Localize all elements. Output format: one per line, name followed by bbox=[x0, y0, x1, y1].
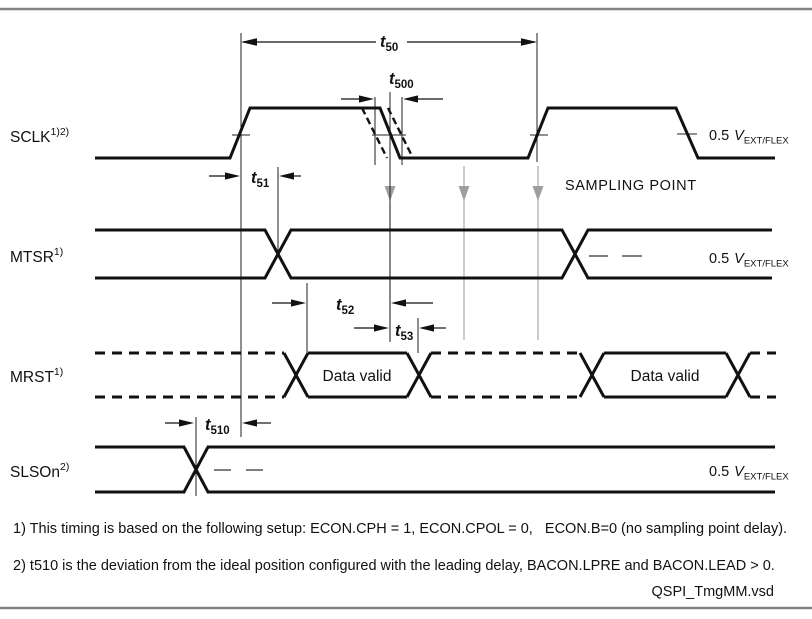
t52-arrowhead-right-icon bbox=[391, 299, 406, 307]
ref-sub: EXT/FLEX bbox=[744, 136, 790, 147]
mrst-label: MRST1) bbox=[10, 366, 63, 386]
mtsr-signal bbox=[95, 228, 772, 280]
data-valid-text-2: Data valid bbox=[631, 368, 700, 385]
mtsr-label-base: MTSR bbox=[10, 249, 54, 266]
t500-arrowhead-left-icon bbox=[359, 95, 374, 103]
t500-base: t bbox=[389, 70, 396, 88]
ref-sub: EXT/FLEX bbox=[744, 259, 790, 270]
t510-arrowhead-right-icon bbox=[242, 419, 257, 427]
t52-base: t bbox=[336, 296, 343, 314]
t50-arrowhead-right-icon bbox=[521, 38, 537, 46]
file-label: QSPI_TmgMM.vsd bbox=[652, 584, 774, 600]
ref-level-sclk: 0.5 VEXT/FLEX bbox=[709, 128, 789, 147]
mrst-dashed-segment-3 bbox=[750, 351, 776, 399]
t510-base: t bbox=[205, 416, 212, 434]
mrst-crossover-2 bbox=[405, 352, 433, 398]
slso-label-base: SLSOn bbox=[10, 464, 60, 481]
ref-symbol: V bbox=[734, 464, 745, 480]
sclk-dashed-edge-late bbox=[386, 107, 415, 159]
sclk-signal bbox=[95, 106, 775, 160]
t510-arrowhead-left-icon bbox=[179, 419, 194, 427]
t51-base: t bbox=[251, 169, 258, 187]
t52-label: t52 bbox=[336, 296, 354, 317]
t52-arrowhead-left-icon bbox=[291, 299, 306, 307]
mtsr-waveform-b bbox=[95, 228, 772, 280]
ref-sub: EXT/FLEX bbox=[744, 472, 790, 483]
t500-arrowhead-right-icon bbox=[403, 95, 418, 103]
ref-value: 0.5 bbox=[709, 128, 729, 144]
t500-sub: 500 bbox=[395, 79, 414, 91]
mtsr-label: MTSR1) bbox=[10, 246, 63, 266]
mrst-valid-box-2 bbox=[604, 351, 726, 399]
sampling-arrow-down-icon-3 bbox=[532, 186, 544, 201]
mrst-crossover-4 bbox=[724, 352, 752, 398]
mrst-valid-box-1 bbox=[308, 351, 407, 399]
mrst-signal bbox=[95, 351, 776, 399]
footnote-2: 2) t510 is the deviation from the ideal … bbox=[13, 558, 775, 574]
t53-label: t53 bbox=[395, 322, 413, 343]
sampling-arrow-down-icon-2 bbox=[458, 186, 470, 201]
sampling-point-markers bbox=[384, 166, 544, 340]
t510-sub: 510 bbox=[211, 425, 230, 437]
ref-value: 0.5 bbox=[709, 464, 729, 480]
t53-sub: 53 bbox=[401, 331, 414, 343]
t50-base: t bbox=[380, 33, 387, 51]
ref-value: 0.5 bbox=[709, 251, 729, 267]
t500-label: t500 bbox=[389, 70, 414, 91]
ref-symbol: V bbox=[734, 251, 745, 267]
slso-label: SLSOn2) bbox=[10, 461, 69, 481]
mrst-crossover-1 bbox=[282, 352, 310, 398]
ref-level-slso: 0.5 VEXT/FLEX bbox=[709, 464, 789, 483]
dimension-arrows bbox=[165, 38, 537, 427]
t52-sub: 52 bbox=[342, 305, 355, 317]
mrst-crossover-3 bbox=[578, 352, 606, 398]
sclk-dashed-edge-early bbox=[360, 107, 389, 159]
mrst-dashed-segment-1 bbox=[95, 351, 284, 399]
slso-label-sup: 2) bbox=[60, 461, 69, 473]
ref-symbol: V bbox=[734, 128, 745, 144]
t510-label: t510 bbox=[205, 416, 230, 437]
ref-level-mtsr: 0.5 VEXT/FLEX bbox=[709, 251, 789, 270]
slso-signal bbox=[95, 445, 775, 494]
sclk-waveform bbox=[95, 106, 775, 160]
t53-base: t bbox=[395, 322, 402, 340]
t51-label: t51 bbox=[251, 169, 270, 190]
data-valid-text-1: Data valid bbox=[323, 368, 392, 385]
mrst-dashed-segment-2 bbox=[431, 351, 580, 399]
mtsr-waveform-a bbox=[95, 228, 772, 280]
t53-arrowhead-left-icon bbox=[374, 324, 389, 332]
mrst-label-base: MRST bbox=[10, 369, 54, 386]
mtsr-label-sup: 1) bbox=[54, 246, 63, 258]
sclk-label-base: SCLK bbox=[10, 129, 51, 146]
mrst-label-sup: 1) bbox=[54, 366, 63, 378]
t50-arrowhead-left-icon bbox=[241, 38, 257, 46]
sclk-label-sup: 1)2) bbox=[51, 126, 70, 138]
sclk-label: SCLK1)2) bbox=[10, 126, 69, 146]
t50-sub: 50 bbox=[386, 42, 399, 54]
t51-arrowhead-left-icon bbox=[225, 172, 240, 180]
footnote-1: 1) This timing is based on the following… bbox=[13, 521, 787, 537]
t53-arrowhead-right-icon bbox=[419, 324, 434, 332]
t50-label: t50 bbox=[380, 33, 398, 54]
sampling-point-text: SAMPLING POINT bbox=[565, 178, 697, 194]
t51-sub: 51 bbox=[257, 178, 270, 190]
slso-waveform-b bbox=[95, 445, 775, 494]
t51-arrowhead-right-icon bbox=[279, 172, 294, 180]
